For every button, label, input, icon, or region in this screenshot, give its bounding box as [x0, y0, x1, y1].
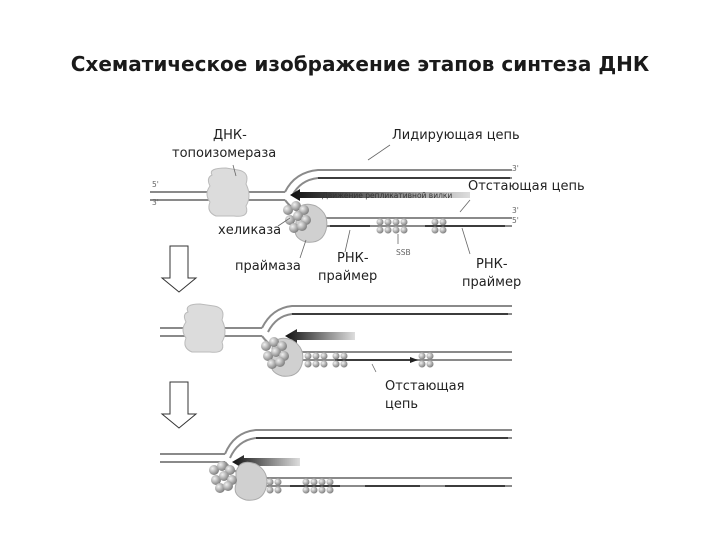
ssb-cluster-2: [431, 218, 447, 234]
strand-end-right-mid-5: 5': [512, 216, 519, 225]
fork-movement-arrow: [290, 189, 470, 201]
rna-primer-b-line2: праймер: [462, 275, 522, 290]
rna-primer-b-line1: РНК-: [476, 257, 508, 272]
topoisomerase-shape: [206, 167, 250, 217]
rna-primer-a-line2: праймер: [318, 269, 378, 284]
strand-end-left-3: 3': [152, 198, 159, 207]
helicase-balls: [283, 201, 311, 233]
stage-3: [160, 429, 512, 501]
topoisomerase-label-line1: ДНК-: [213, 128, 247, 143]
leading-strand-label: Лидирующая цепь: [392, 128, 520, 143]
lagging-strand-label-bottom-line2: цепь: [385, 397, 419, 412]
helicase-label: хеликаза: [218, 223, 282, 238]
down-arrow-2: [160, 381, 198, 429]
ssb-label: SSB: [396, 248, 411, 257]
down-arrow-1: [160, 245, 198, 293]
lagging-strand-label-top: Отстающая цепь: [468, 179, 585, 194]
topoisomerase-label-line2: топоизомераза: [172, 146, 277, 161]
page-title: Схематическое изображение этапов синтеза…: [70, 52, 650, 76]
primase-label: праймаза: [235, 259, 301, 274]
rna-primer-a-line1: РНК-: [337, 251, 369, 266]
stage-1: [150, 144, 512, 259]
strand-end-right-top-3: 3': [512, 164, 519, 173]
strand-end-left-5: 5': [152, 180, 159, 189]
strand-end-right-mid-3: 3': [512, 206, 519, 215]
lagging-strand-label-bottom-line1: Отстающая: [385, 379, 465, 394]
stage-2: [160, 303, 512, 377]
ssb-cluster-1: [376, 218, 408, 234]
fork-movement-label: Движение репликативной вилки: [322, 191, 453, 200]
